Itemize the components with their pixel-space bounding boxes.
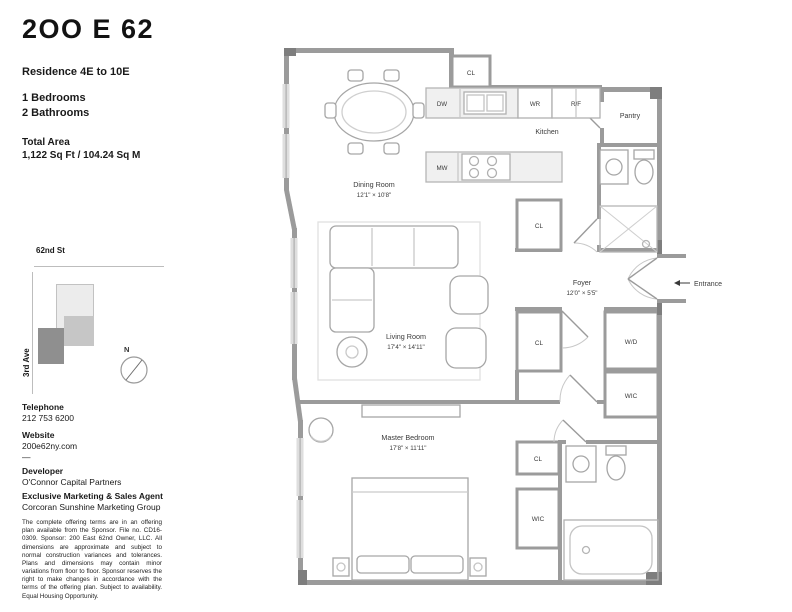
- map-street-label: 62nd St: [36, 246, 65, 255]
- map-subject-building: [38, 328, 64, 364]
- entrance-callout: Entrance: [674, 280, 722, 288]
- master-bedroom-dims: 17'8" × 11'11": [390, 445, 427, 452]
- developer-name: O'Connor Capital Partners: [22, 477, 122, 487]
- microwave-label: MW: [437, 165, 448, 172]
- total-area-label: Total Area: [22, 137, 70, 148]
- closet-label: CL: [535, 340, 544, 347]
- kitchen-counters: [425, 87, 601, 183]
- room-labels: Dining Room 12'1" × 10'8" Living Room 17…: [353, 70, 640, 523]
- walk-in-closet-label: WIC: [532, 516, 545, 523]
- windows: [282, 84, 304, 558]
- telephone-number: 212 753 6200: [22, 413, 74, 423]
- bathroom-upper-fixtures: [599, 149, 658, 253]
- dining-room-label: Dining Room: [353, 180, 395, 189]
- website-link[interactable]: 200e62ny.com: [22, 441, 78, 451]
- foyer-label: Foyer: [573, 278, 592, 287]
- wall-accents: [284, 48, 662, 585]
- sales-agent-label: Exclusive Marketing & Sales Agent: [22, 491, 163, 501]
- closet-label: CL: [467, 70, 476, 77]
- bedroom-furniture: [308, 404, 487, 581]
- foyer-dims: 12'0" × 5'5": [566, 290, 597, 297]
- closet-label: CL: [534, 456, 543, 463]
- sales-agent-name: Corcoran Sunshine Marketing Group: [22, 502, 161, 512]
- living-room-furniture: [317, 221, 489, 381]
- walk-in-closet-label: WIC: [625, 393, 638, 400]
- telephone-label: Telephone: [22, 402, 64, 412]
- washer-dryer-label: W/D: [625, 339, 638, 346]
- dining-room-dims: 12'1" × 10'8": [357, 192, 391, 199]
- furniture: [308, 69, 659, 581]
- entrance-arrow-icon: [674, 280, 680, 286]
- closet-label: CL: [535, 223, 544, 230]
- location-map: 62nd St 3rd Ave N: [22, 244, 172, 396]
- website-label: Website: [22, 430, 55, 440]
- pantry-label: Pantry: [620, 113, 641, 120]
- compass-icon: N: [120, 345, 148, 384]
- refrigerator-label: R/F: [571, 101, 581, 108]
- residence-title: Residence 4E to 10E: [22, 66, 130, 78]
- wine-fridge-label: WR: [530, 101, 541, 108]
- master-bedroom-label: Master Bedroom: [381, 433, 434, 442]
- kitchen-label: Kitchen: [535, 129, 558, 136]
- bathroom-lower-fixtures: [563, 445, 659, 581]
- dishwasher-label: DW: [437, 101, 447, 108]
- map-avenue-line: [32, 272, 33, 394]
- total-area-value: 1,122 Sq Ft / 104.24 Sq M: [22, 150, 141, 161]
- bathrooms-count: 2 Bathrooms: [22, 107, 90, 119]
- bedrooms-count: 1 Bedrooms: [22, 92, 86, 104]
- developer-label: Developer: [22, 466, 64, 476]
- map-street-line: [34, 266, 164, 267]
- divider-dash: —: [22, 452, 31, 462]
- living-room-dims: 17'4" × 14'11": [387, 344, 424, 351]
- building-logo: 2OO E 62: [22, 14, 155, 44]
- living-room-label: Living Room: [386, 332, 426, 341]
- dining-table: [324, 69, 425, 155]
- compass-north-label: N: [124, 345, 129, 354]
- entrance-label: Entrance: [694, 281, 722, 288]
- legal-disclaimer: The complete offering terms are in an of…: [22, 519, 162, 600]
- closet-walls: [450, 54, 660, 550]
- map-building-block: [64, 316, 94, 346]
